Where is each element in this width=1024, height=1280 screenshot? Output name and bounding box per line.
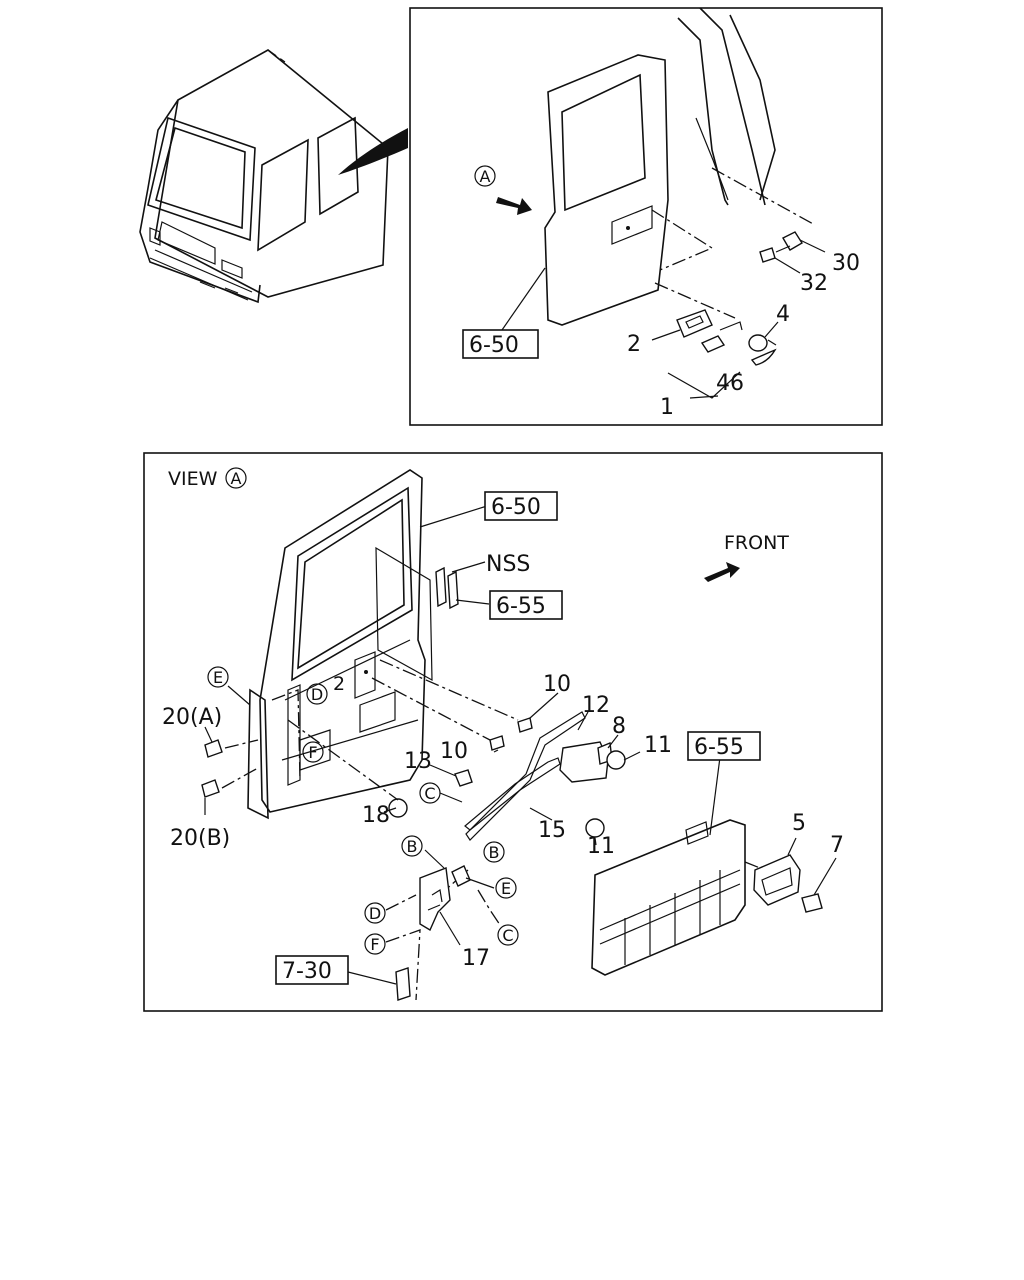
part-32-label: 32 [800,271,828,296]
nss-label: NSS [486,552,530,577]
svg-text:B: B [407,837,418,856]
svg-text:F: F [308,743,317,762]
part-17-label: 17 [462,946,490,971]
connector-c-upper: C [419,782,441,804]
svg-text:C: C [424,784,435,803]
svg-text:C: C [502,926,513,945]
part-13-label: 13 [404,749,432,774]
view-title: VIEW A [168,467,247,490]
svg-text:6-50: 6-50 [469,333,519,358]
part-20b-label: 20(B) [170,826,230,851]
svg-text:F: F [370,935,379,954]
part-11-lower-label: 11 [587,834,615,859]
lock-mechanism-parts [201,711,626,841]
svg-text:A: A [480,167,491,186]
part-5-label: 5 [792,811,806,836]
hinge-bracket [395,865,471,1001]
part-20a-label: 20(A) [162,705,222,730]
svg-text:E: E [501,879,511,898]
svg-text:6-55: 6-55 [496,594,546,619]
svg-text:6-55: 6-55 [694,735,744,760]
connector-d-lower: D [364,902,386,924]
leader-lines-view [204,505,837,985]
svg-text:B: B [489,843,500,862]
connector-c-lower: C [497,924,519,946]
ref-door-box-view: 6-50 [484,491,558,521]
part-4-label: 4 [776,302,790,327]
part-10-lower-label: 10 [440,739,468,764]
svg-text:FRONT: FRONT [724,532,789,554]
arrow-marker-a: A [474,165,532,215]
dashed-leaders-view [221,659,766,1001]
part-15-label: 15 [538,818,566,843]
part-1-label: 1 [660,395,674,420]
part-2-label: 2 [627,332,641,357]
svg-text:VIEW: VIEW [168,468,218,490]
svg-text:6-50: 6-50 [491,495,541,520]
svg-text:7-30: 7-30 [282,959,332,984]
detail-frame-top [409,7,883,426]
ref-hinge-box: 7-30 [275,955,349,985]
part-30-label: 30 [832,251,860,276]
svg-text:A: A [231,469,242,488]
part-12-label: 12 [582,693,610,718]
part-18-label: 18 [362,803,390,828]
connector-d-upper: D [306,683,328,705]
connector-b-upper: B [483,841,505,863]
connector-f-lower: F [364,933,386,955]
connector-e-lower: E [495,877,517,899]
truck-cab-illustration [139,49,408,304]
connector-e-upper: E [207,666,229,688]
connector-f-upper: F [302,741,324,763]
svg-text:D: D [311,685,323,704]
svg-text:D: D [369,904,381,923]
detail-frame-view-a [143,452,883,1012]
connector-b-lower: B [401,835,423,857]
door-inner-outline: 2 [247,469,459,820]
part-46-label: 46 [716,371,744,396]
door-trim-panel [591,819,823,976]
outer-handle-parts [676,231,803,366]
part-8-label: 8 [612,714,626,739]
ref-door-box-top: 6-50 [462,329,539,359]
ref-trim-box-lower: 6-55 [687,731,761,761]
leader-lines-top [501,239,826,399]
front-indicator: FRONT [704,532,789,582]
part-11-upper-label: 11 [644,733,672,758]
door-outline-top [544,7,816,326]
ref-trim-box-upper: 6-55 [489,590,563,620]
svg-text:E: E [213,668,223,687]
svg-text:2: 2 [333,673,345,695]
part-10-upper-label: 10 [543,672,571,697]
part-7-label: 7 [830,833,844,858]
